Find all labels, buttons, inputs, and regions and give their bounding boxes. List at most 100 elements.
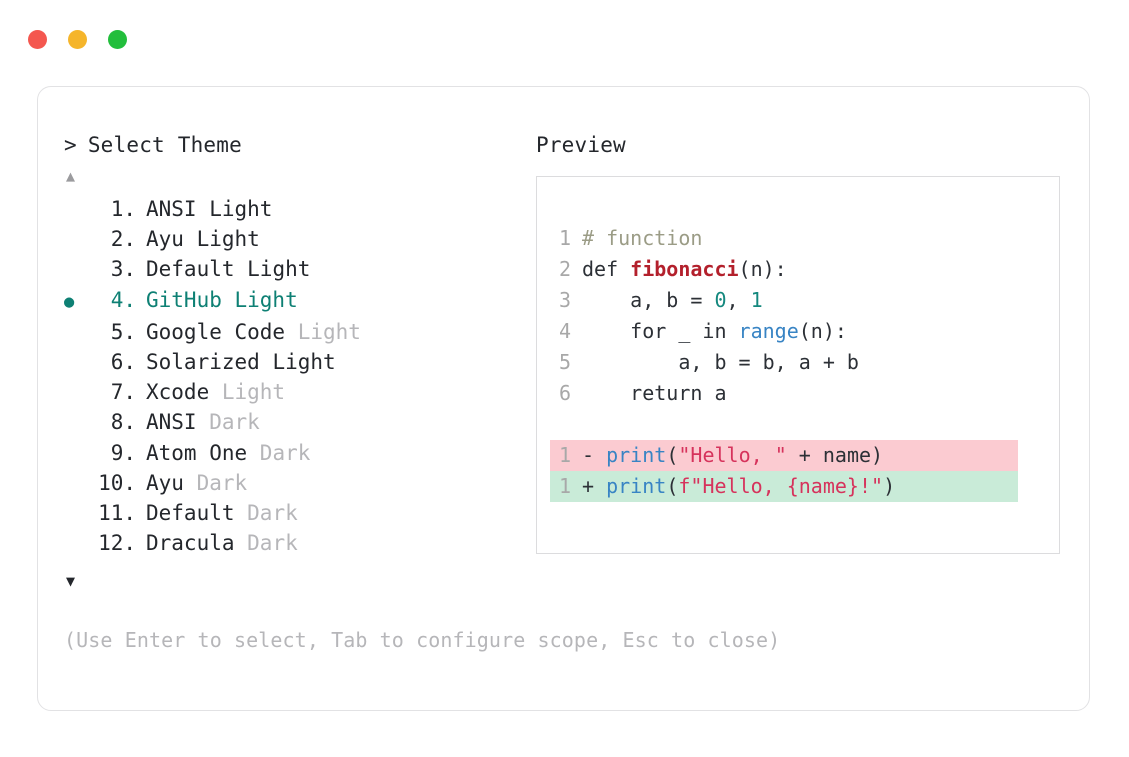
- code-token-plain: a, b =: [582, 288, 715, 312]
- selected-bullet-icon: ●: [64, 291, 75, 312]
- diff-line-number: 1: [558, 474, 571, 498]
- theme-item-index: 6.: [110, 350, 136, 375]
- theme-item-index: 7.: [110, 380, 136, 405]
- theme-list-item[interactable]: 9. Atom One Dark: [64, 438, 534, 468]
- keyboard-hint: (Use Enter to select, Tab to configure s…: [64, 628, 781, 652]
- theme-item-index: 4.: [110, 287, 136, 312]
- theme-item-name: Ayu: [146, 470, 184, 495]
- preview-label: Preview: [536, 133, 626, 157]
- scroll-up-icon[interactable]: ▲: [66, 167, 76, 185]
- theme-item-variant: Light: [221, 287, 298, 312]
- code-blank-line: [558, 409, 1018, 440]
- theme-item-index: 1.: [110, 197, 136, 221]
- code-token-num: 0: [714, 288, 727, 312]
- code-token-plain: for _ in: [582, 319, 739, 343]
- theme-item-index: 8.: [110, 410, 136, 435]
- code-token-str: f"Hello, {name}!": [678, 474, 884, 498]
- theme-item-variant: Light: [209, 380, 286, 405]
- code-line: 3 a, b = 0, 1: [558, 285, 1018, 316]
- theme-item-variant: Dark: [183, 470, 248, 495]
- diff-sign: +: [582, 474, 607, 498]
- theme-item-name: Default: [146, 501, 235, 526]
- line-number: 5: [558, 350, 571, 374]
- theme-item-index: 11.: [98, 501, 136, 526]
- code-token-comment: # function: [582, 226, 703, 250]
- theme-item-name: Default: [146, 257, 235, 282]
- code-token-punct: ): [883, 474, 896, 498]
- theme-list-item[interactable]: 6. Solarized Light: [64, 347, 534, 377]
- theme-item-name: Google Code: [146, 319, 286, 344]
- diff-line-number: 1: [558, 443, 571, 467]
- theme-item-variant: Light: [196, 197, 273, 221]
- window-controls: [28, 30, 127, 49]
- theme-list-item[interactable]: 5.Google Code Light: [64, 317, 534, 347]
- diff-line-add: 1 + print(f"Hello, {name}!"): [550, 471, 1018, 502]
- theme-item-variant: Dark: [247, 440, 311, 465]
- code-token-builtin: print: [606, 474, 667, 498]
- theme-item-index: 9.: [110, 440, 136, 465]
- page-title: Select Theme: [87, 133, 242, 157]
- theme-item-name: Dracula: [146, 531, 235, 556]
- theme-item-index: 2.: [110, 227, 136, 252]
- theme-item-name: Ayu: [146, 227, 184, 252]
- prompt-header: > Select Theme: [64, 133, 534, 157]
- theme-item-name: ANSI: [146, 197, 197, 221]
- minimize-button[interactable]: [68, 30, 87, 49]
- theme-list-item[interactable]: 10. Ayu Dark: [64, 468, 534, 498]
- line-number: 3: [558, 288, 571, 312]
- code-token-punct: (n):: [738, 257, 787, 281]
- maximize-button[interactable]: [108, 30, 127, 49]
- theme-list-item[interactable]: 2.Ayu Light: [64, 224, 534, 254]
- theme-item-variant: Dark: [234, 531, 298, 556]
- theme-item-name: Xcode: [146, 380, 210, 405]
- code-token-punct: (n):: [798, 319, 847, 343]
- theme-item-variant: Light: [285, 319, 361, 344]
- theme-item-index: 12.: [98, 531, 136, 556]
- scroll-down-icon[interactable]: ▼: [66, 572, 76, 591]
- theme-list-item[interactable]: 7. Xcode Light: [64, 377, 534, 407]
- code-line: 6 return a: [558, 378, 1018, 409]
- code-token-builtin: range: [738, 319, 799, 343]
- theme-list-item[interactable]: 11. Default Dark: [64, 498, 534, 528]
- code-token-builtin: print: [606, 443, 667, 467]
- code-token-plain: + name): [786, 443, 884, 467]
- theme-list: 1. ANSI Light 2. Ayu Light 3. Default Light ● 4…: [64, 194, 534, 558]
- diff-sign: -: [582, 443, 607, 467]
- theme-list-item[interactable]: 3. Default Light: [64, 254, 534, 284]
- theme-item-name: ANSI: [146, 410, 197, 435]
- code-token-plain: return a: [582, 381, 727, 405]
- line-number: 2: [558, 257, 571, 281]
- code-token-num: 1: [750, 288, 763, 312]
- code-token-kw: def: [582, 257, 631, 281]
- diff-line-del: 1- print("Hello, " + name): [550, 440, 1018, 471]
- theme-item-name: GitHub: [146, 287, 222, 312]
- code-token-punct: (: [666, 443, 679, 467]
- code-line: 4 for _ in range(n):: [558, 316, 1018, 347]
- code-token-fn: fibonacci: [630, 257, 739, 281]
- theme-item-variant: Dark: [196, 410, 260, 435]
- code-line: 2 def fibonacci(n):: [558, 254, 1018, 285]
- theme-item-index: 10.: [98, 470, 136, 495]
- theme-list-item[interactable]: 8. ANSI Dark: [64, 407, 534, 437]
- theme-list-item[interactable]: ● 4. GitHub Light: [64, 285, 534, 317]
- theme-list-item[interactable]: 12. Dracula Dark: [64, 528, 534, 558]
- code-token-str: "Hello, ": [678, 443, 787, 467]
- theme-item-variant: Dark: [234, 501, 298, 526]
- code-token-punct: (: [666, 474, 679, 498]
- line-number: 4: [558, 319, 571, 343]
- theme-selector-card: > Select Theme ▲ 1. ANSI Light 2. Ayu Light…: [37, 86, 1090, 711]
- prompt-caret-icon: >: [64, 133, 77, 157]
- theme-list-panel: > Select Theme ▲ 1. ANSI Light 2. Ayu Light…: [64, 133, 534, 590]
- theme-item-variant: Light: [234, 257, 311, 282]
- theme-item-variant: Light: [259, 350, 336, 375]
- theme-list-item[interactable]: 1. ANSI Light: [64, 194, 534, 224]
- code-token-plain: a, b = b, a + b: [582, 350, 859, 374]
- theme-item-name: Solarized: [146, 350, 260, 375]
- line-number: 1: [558, 226, 571, 250]
- code-token-plain: ,: [726, 288, 751, 312]
- theme-item-index: 3.: [110, 257, 136, 282]
- theme-item-name: Atom One: [146, 440, 248, 465]
- close-button[interactable]: [28, 30, 47, 49]
